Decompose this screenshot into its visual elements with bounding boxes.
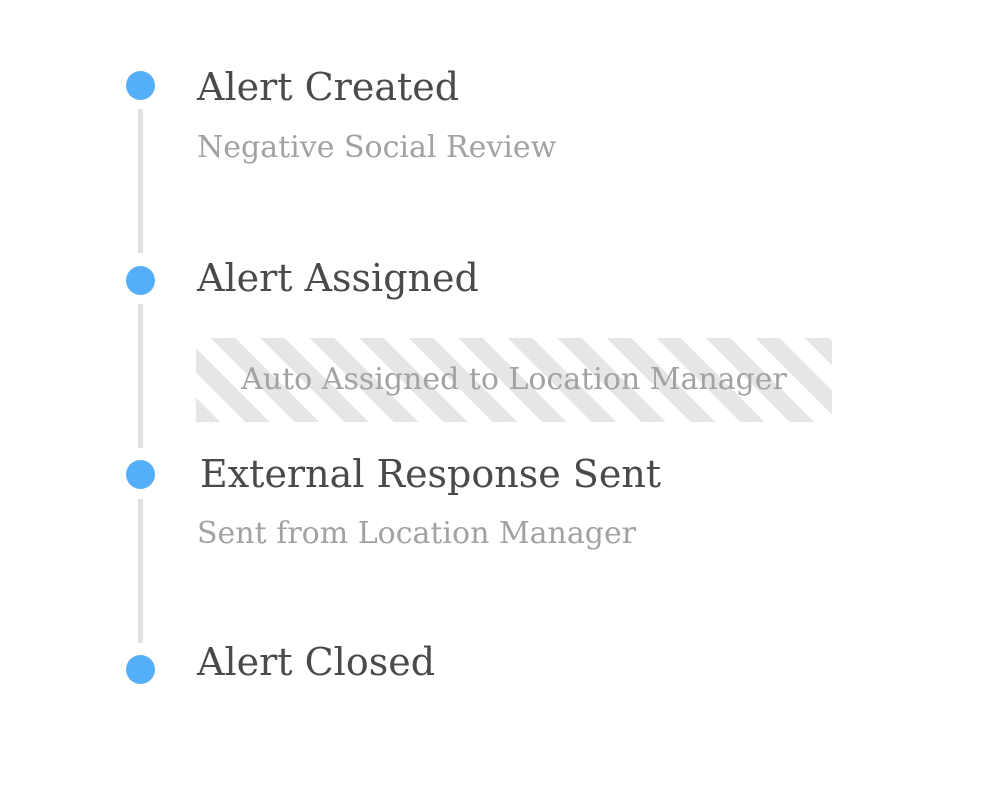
step-title-alert-assigned: Alert Assigned (197, 256, 479, 300)
timeline-connector (138, 304, 143, 448)
step-marker-icon (126, 460, 155, 489)
timeline-connector (138, 499, 143, 643)
step-detail-highlight: Auto Assigned to Location Manager (196, 338, 832, 422)
timeline-connector (138, 109, 143, 253)
step-title-external-response-sent: External Response Sent (200, 452, 662, 496)
step-title-alert-closed: Alert Closed (197, 640, 436, 684)
step-marker-icon (126, 71, 155, 100)
step-marker-icon (126, 266, 155, 295)
step-marker-icon (126, 655, 155, 684)
step-title-alert-created: Alert Created (197, 65, 460, 109)
step-detail-sent-from-location-manager: Sent from Location Manager (197, 516, 637, 551)
step-detail-auto-assigned: Auto Assigned to Location Manager (241, 362, 787, 397)
step-detail-negative-social-review: Negative Social Review (197, 130, 557, 165)
